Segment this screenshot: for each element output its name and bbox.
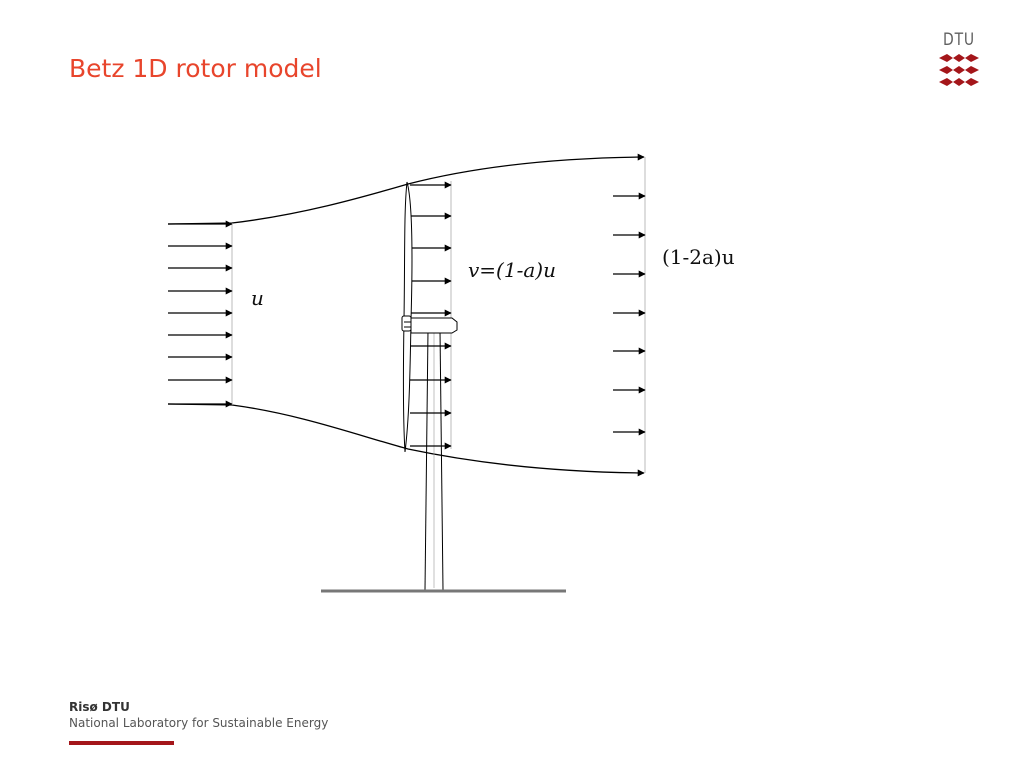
upstream-velocity-label: u	[251, 286, 264, 310]
streamtube-upper	[167, 153, 645, 225]
rotor-velocity-label: v=(1-a)u	[468, 258, 556, 282]
footer-organization: Risø DTU	[69, 700, 130, 714]
footer-accent-rule	[69, 741, 174, 745]
downstream-arrows	[613, 192, 646, 436]
hub	[401, 315, 412, 332]
dtu-wave-logo-icon	[939, 54, 979, 86]
wind-turbine-icon	[401, 181, 458, 453]
footer-subtitle: National Laboratory for Sustainable Ener…	[69, 716, 329, 730]
page-title: Betz 1D rotor model	[69, 54, 322, 83]
turbine-tower	[424, 329, 444, 591]
rotor-arrows	[410, 181, 452, 450]
nacelle	[410, 317, 458, 334]
downstream-velocity-label: (1-2a)u	[662, 245, 735, 269]
upstream-arrows	[168, 220, 233, 408]
logo-text: DTU	[943, 30, 975, 50]
dtu-logo: DTU	[936, 30, 982, 94]
streamtube-lower	[167, 403, 645, 477]
